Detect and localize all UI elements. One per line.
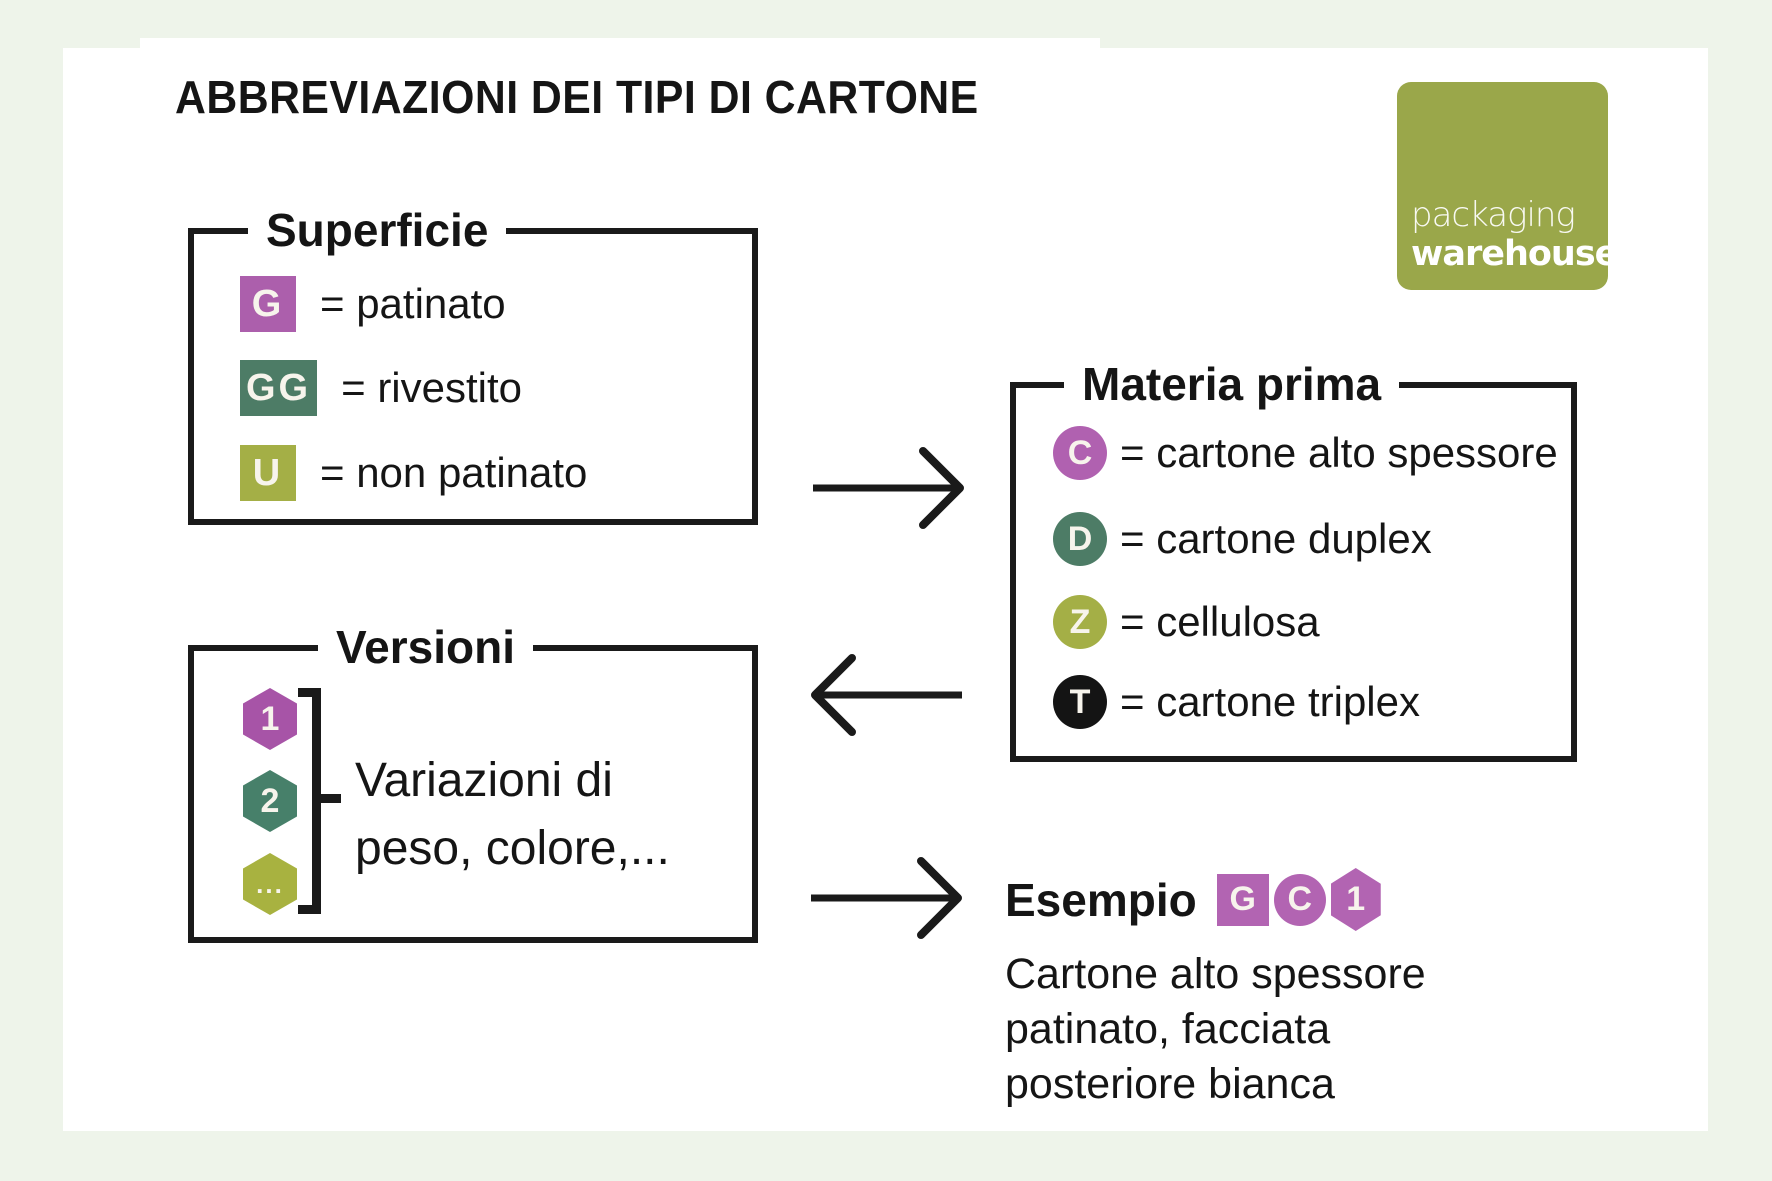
bracket-middle-nub bbox=[321, 794, 341, 803]
esempio-description: Cartone alto spessore patinato, facciata… bbox=[1005, 947, 1426, 1112]
materia-prima-box: Materia prima C = cartone alto spessore … bbox=[1010, 356, 1577, 762]
logo-line-packaging: packaging bbox=[1411, 195, 1576, 235]
arrow-right-versioni-to-esempio bbox=[811, 857, 962, 939]
arrow-right-superficie-to-materia bbox=[813, 447, 964, 529]
hex-dots-text: ... bbox=[256, 868, 284, 899]
legend-row-t: T = cartone triplex bbox=[1053, 675, 1420, 729]
bracket-top-tick bbox=[298, 688, 321, 697]
esempio-badge-g: G bbox=[1216, 873, 1269, 926]
esempio-badge-1: 1 bbox=[1330, 868, 1381, 931]
bracket-vertical bbox=[312, 688, 321, 914]
esempio-row: Esempio G C 1 bbox=[1005, 868, 1381, 931]
esempio-description-line3: posteriore bianca bbox=[1005, 1060, 1335, 1108]
page-title: ABBREVIAZIONI DEI TIPI DI CARTONE bbox=[175, 71, 979, 123]
materia-prima-box-title: Materia prima bbox=[1064, 356, 1400, 412]
legend-label-cartone-triplex: = cartone triplex bbox=[1120, 678, 1420, 725]
badge-t: T bbox=[1053, 675, 1107, 729]
logo-line-warehouse: warehouse bbox=[1411, 234, 1618, 274]
versioni-note-line1: Variazioni di bbox=[355, 754, 613, 807]
badge-gg: GG bbox=[240, 360, 318, 416]
esempio-title: Esempio bbox=[1005, 873, 1197, 926]
arrow-left-materia-to-versioni bbox=[811, 654, 962, 736]
legend-label-cartone-duplex: = cartone duplex bbox=[1120, 515, 1432, 562]
legend-label-patinato: = patinato bbox=[320, 280, 506, 327]
badge-c: C bbox=[1053, 426, 1107, 480]
legend-row-c: C = cartone alto spessore bbox=[1053, 426, 1558, 480]
legend-row-gg: GG = rivestito bbox=[240, 360, 522, 416]
legend-row-u: U = non patinato bbox=[240, 445, 587, 501]
versioni-box-title: Versioni bbox=[318, 619, 533, 675]
legend-label-non-patinato: = non patinato bbox=[320, 449, 588, 496]
legend-row-d: D = cartone duplex bbox=[1053, 512, 1432, 566]
esempio-badge-c: C bbox=[1273, 873, 1326, 926]
legend-label-cellulosa: = cellulosa bbox=[1120, 598, 1320, 645]
esempio-description-line1: Cartone alto spessore bbox=[1005, 950, 1426, 998]
superficie-box: Superficie G = patinato GG = rivestito U… bbox=[188, 202, 758, 525]
badge-u: U bbox=[240, 445, 296, 501]
versioni-box: Versioni 1 2 ... Variazioni di peso, col… bbox=[188, 619, 758, 943]
badge-hex-1: 1 bbox=[243, 688, 297, 750]
legend-row-g: G = patinato bbox=[240, 276, 506, 332]
badge-hex-dots: ... bbox=[243, 853, 297, 915]
badge-hex-2: 2 bbox=[243, 770, 297, 832]
bracket-bottom-tick bbox=[298, 905, 321, 914]
badge-d: D bbox=[1053, 512, 1107, 566]
badge-z: Z bbox=[1053, 595, 1107, 649]
top-strip-decor bbox=[140, 38, 1100, 52]
packaging-warehouse-logo: packaging warehouse bbox=[1397, 82, 1618, 290]
badge-g: G bbox=[240, 276, 296, 332]
legend-row-z: Z = cellulosa bbox=[1053, 595, 1320, 649]
superficie-box-title: Superficie bbox=[248, 202, 507, 258]
esempio-badges: G C 1 bbox=[1216, 868, 1381, 931]
versioni-note: Variazioni di peso, colore,... bbox=[355, 747, 670, 883]
legend-label-cartone-alto-spessore: = cartone alto spessore bbox=[1120, 429, 1558, 476]
versioni-note-line2: peso, colore,... bbox=[355, 822, 670, 875]
esempio-description-line2: patinato, facciata bbox=[1005, 1005, 1331, 1053]
legend-label-rivestito: = rivestito bbox=[341, 364, 523, 411]
